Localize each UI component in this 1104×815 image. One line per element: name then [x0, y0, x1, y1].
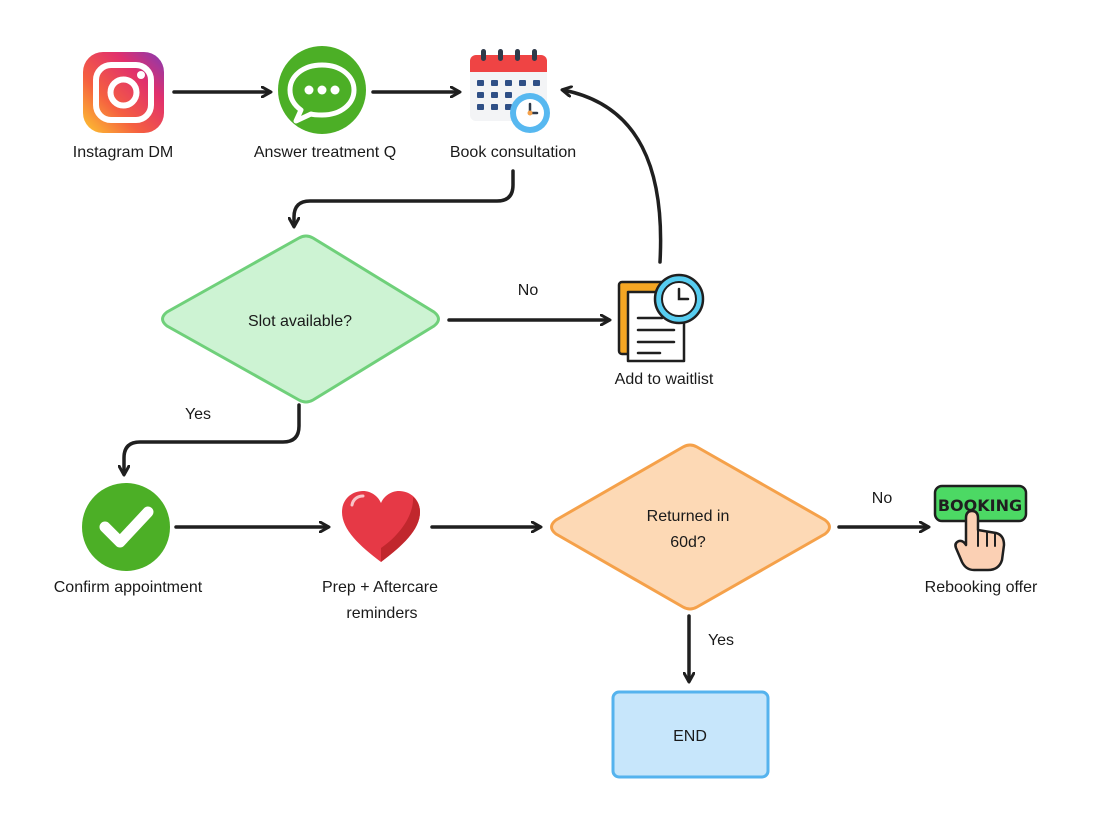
- node-confirm[interactable]: Confirm appointment: [54, 483, 203, 596]
- booking-hand-icon: BOOKING: [933, 484, 1028, 572]
- edge-label-returned-yes: Yes: [708, 632, 734, 649]
- instagram-icon: [83, 52, 164, 133]
- node-answer[interactable]: Answer treatment Q: [254, 46, 396, 161]
- checkmark-icon: [82, 483, 170, 571]
- edge-waitlist-to-book: [563, 90, 663, 264]
- node-label-rebooking: Rebooking offer: [925, 579, 1038, 596]
- node-instagram[interactable]: Instagram DM: [73, 52, 173, 161]
- node-waitlist[interactable]: Add to waitlist: [615, 273, 714, 388]
- node-label-end: END: [673, 728, 707, 745]
- chat-bubble-icon: [278, 46, 366, 134]
- edges: [124, 90, 928, 681]
- decision-shape-slot: [161, 234, 440, 404]
- node-end[interactable]: END: [611, 690, 770, 779]
- decision-shape-returned: [550, 443, 831, 611]
- booking-badge-text: BOOKING: [938, 496, 1022, 515]
- end-box: [611, 690, 770, 779]
- edge-label-slot-yes: Yes: [185, 406, 211, 423]
- decision-label-returned-line2: 60d?: [670, 534, 706, 551]
- decision-label-returned-line1: Returned in: [647, 508, 730, 525]
- node-label-waitlist: Add to waitlist: [615, 371, 714, 388]
- node-label-prep-line2: reminders: [346, 605, 417, 622]
- edge-label-returned-no: No: [872, 490, 893, 507]
- node-label-book: Book consultation: [450, 144, 576, 161]
- decision-slot-available[interactable]: Slot available?: [161, 234, 440, 404]
- node-label-instagram: Instagram DM: [73, 144, 173, 161]
- node-label-answer: Answer treatment Q: [254, 144, 396, 161]
- node-book[interactable]: Book consultation: [450, 49, 576, 161]
- edge-label-slot-no: No: [518, 282, 539, 299]
- heart-icon: [342, 491, 420, 562]
- node-label-prep-line1: Prep + Aftercare: [322, 579, 438, 596]
- calendar-clock-icon: [470, 49, 550, 133]
- node-label-confirm: Confirm appointment: [54, 579, 203, 596]
- document-clock-icon: [617, 273, 705, 363]
- edge-slot-to-confirm: [124, 403, 301, 474]
- edge-book-to-slot: [294, 169, 515, 226]
- decision-returned[interactable]: Returned in 60d?: [550, 443, 831, 611]
- node-rebooking[interactable]: BOOKING Rebooking offer: [925, 484, 1038, 596]
- node-prep[interactable]: Prep + Aftercare reminders: [322, 491, 438, 622]
- decision-label-slot: Slot available?: [248, 313, 352, 330]
